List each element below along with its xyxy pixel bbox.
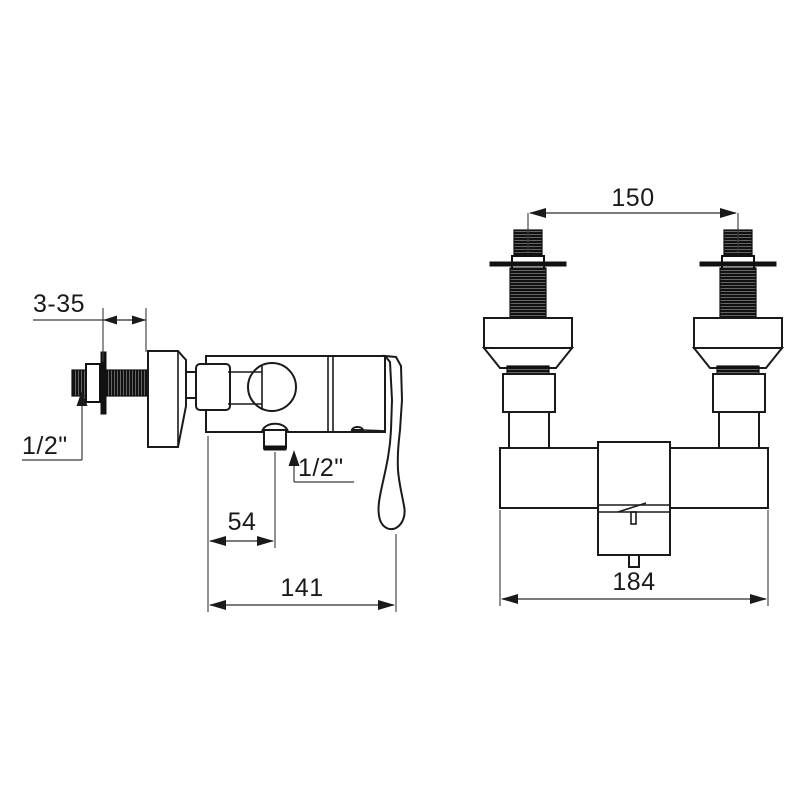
- mixer-body: [195, 355, 386, 433]
- dimension-overall-projection: 141: [207, 534, 397, 612]
- callout-outlet-thread: 1/2": [288, 450, 354, 483]
- dimension-label-overall-width: 184: [612, 568, 655, 596]
- dimension-wall-thickness: 3-35: [33, 290, 147, 362]
- arrow-right: [750, 594, 767, 604]
- left-tap-assembly: [481, 229, 575, 449]
- central-body: [597, 441, 671, 568]
- arrow-left: [529, 208, 546, 218]
- dimension-label-overall-projection: 141: [280, 574, 323, 602]
- right-view-front-elevation: 150 184: [481, 184, 785, 606]
- arrow-right: [257, 536, 274, 546]
- arrow-left: [501, 594, 518, 604]
- left-view-side-elevation: 3-35 1/2" 1/2": [22, 290, 406, 612]
- outlet-boss: [260, 422, 290, 451]
- mixer-horizontal-arms: [499, 447, 769, 509]
- arrow-left: [209, 536, 226, 546]
- dimension-label-inlet-thread: 1/2": [22, 432, 68, 460]
- arrow-left: [209, 600, 226, 610]
- arrow-right: [720, 208, 737, 218]
- inlet-spigot: [185, 371, 197, 399]
- cover-flange: [147, 350, 187, 448]
- dimension-label-hole-centres: 150: [611, 184, 654, 212]
- dimension-hole-centres: 150: [527, 184, 739, 252]
- dimension-label-wall-thickness: 3-35: [33, 290, 85, 318]
- dimension-label-outlet-thread: 1/2": [298, 454, 344, 482]
- callout-inlet-thread: 1/2": [22, 390, 88, 461]
- inlet-threaded-shank: [71, 351, 151, 415]
- dimension-label-outlet-projection: 54: [228, 508, 257, 536]
- dimension-overall-width: 184: [499, 510, 769, 606]
- dimension-outlet-projection: 54: [207, 436, 276, 548]
- lever-handle: [350, 354, 406, 531]
- arrow-up: [76, 390, 88, 406]
- right-tap-assembly: [691, 229, 785, 449]
- arrow-right: [378, 600, 395, 610]
- arrow-up: [288, 450, 300, 466]
- arrow-right: [132, 315, 146, 325]
- arrow-left: [103, 315, 117, 325]
